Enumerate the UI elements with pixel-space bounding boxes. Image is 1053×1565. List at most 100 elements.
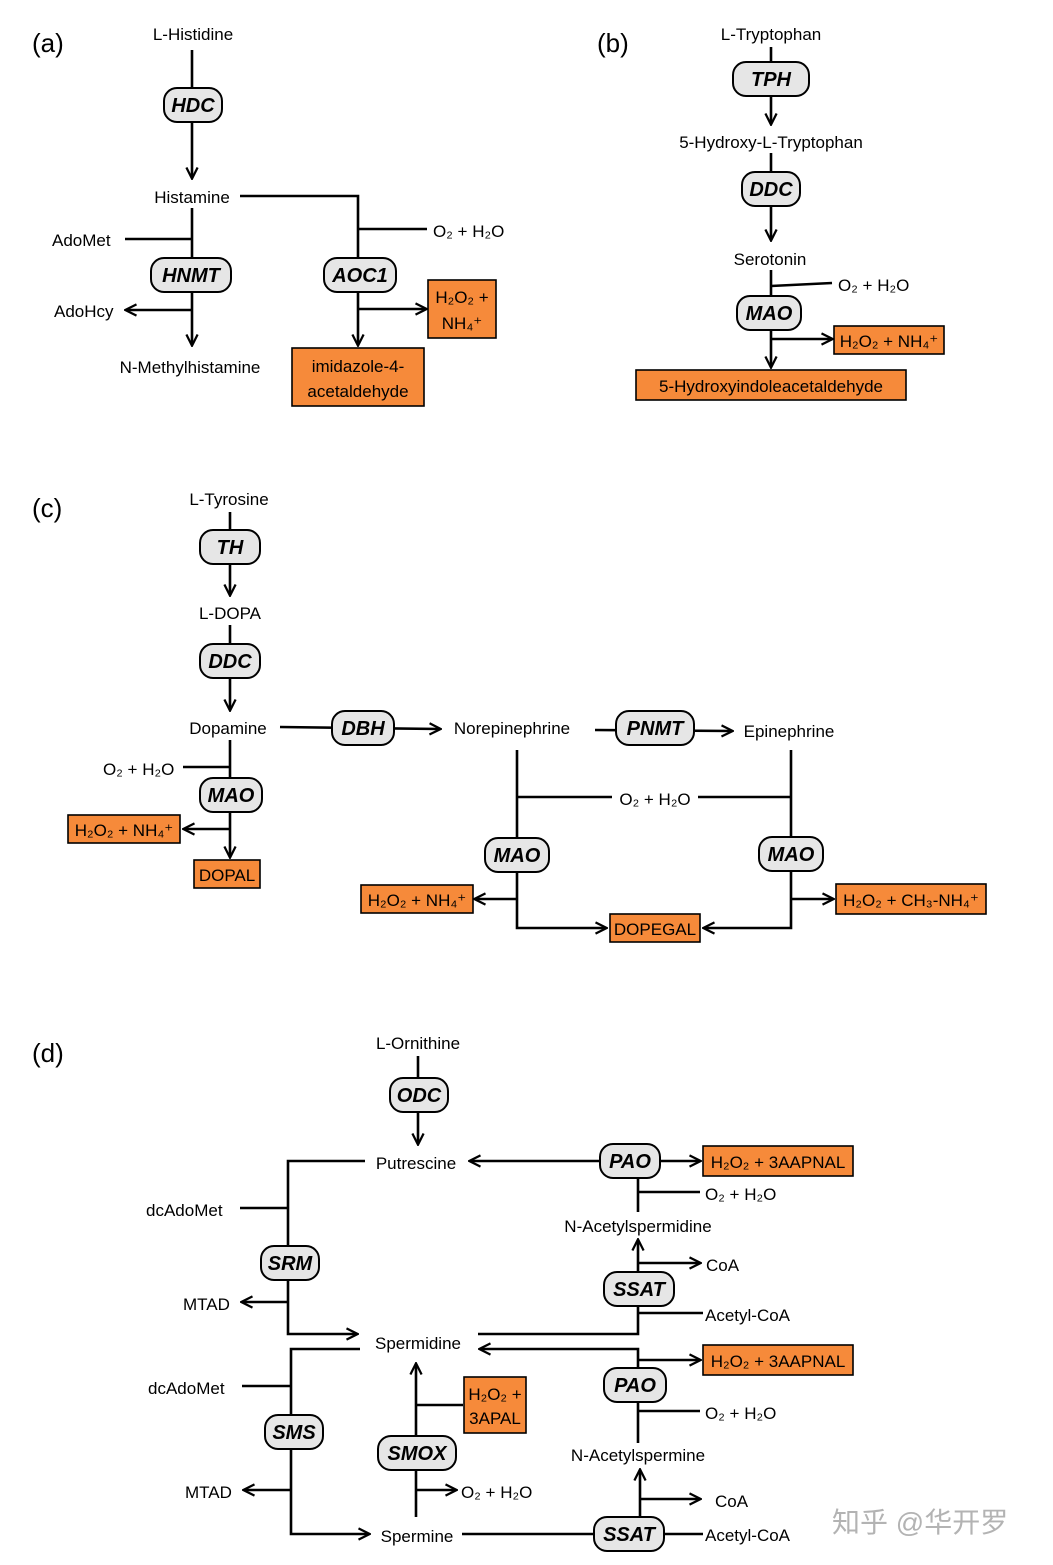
ssat1-coa-label: CoA <box>706 1256 740 1275</box>
enzyme-smox: SMOX <box>377 1435 457 1471</box>
product-pao-top-label: H₂O₂ + 3AAPNAL <box>711 1153 846 1172</box>
enzyme-pao-top-label: PAO <box>609 1151 651 1173</box>
panel-a: (a) L-Histidine Histamine AdoMet AdoHcy … <box>32 25 504 407</box>
pao2-cosubstrate-label: O₂ + H₂O <box>705 1404 776 1423</box>
adohcy-label: AdoHcy <box>54 302 114 321</box>
enzyme-smox-label: SMOX <box>388 1443 449 1465</box>
enzyme-dbh: DBH <box>331 710 395 746</box>
arrow-histamine-aoc1 <box>240 194 358 345</box>
sms-mtad-label: MTAD <box>185 1483 232 1502</box>
enzyme-mao-b: MAO <box>736 295 802 331</box>
arrow-epinephrine-dopegal <box>704 750 793 928</box>
enzyme-aoc1: AOC1 <box>323 257 397 293</box>
l-tryptophan-label: L-Tryptophan <box>721 25 821 44</box>
product-box-c-h2o2-left: H₂O₂ + NH₄⁺ <box>67 814 181 844</box>
hydroxyindoleacetaldehyde-label: 5-Hydroxyindoleacetaldehyde <box>659 377 883 396</box>
enzyme-mao-c-left-label: MAO <box>208 785 255 807</box>
product-box-c-h2o2-right: H₂O₂ + CH₃-NH₄⁺ <box>835 883 987 915</box>
ssat2-acetylcoa-label: Acetyl-CoA <box>705 1526 791 1545</box>
srm-dcadomet-label: dcAdoMet <box>146 1201 223 1220</box>
panel-b-label: (b) <box>597 28 629 58</box>
enzyme-dbh-label: DBH <box>341 718 385 740</box>
dopal-label: DOPAL <box>199 866 255 885</box>
enzyme-sms: SMS <box>264 1414 324 1450</box>
5-hydroxy-l-tryptophan-label: 5-Hydroxy-L-Tryptophan <box>679 133 863 152</box>
product-a-h2o2-line1: H₂O₂ + <box>435 288 488 307</box>
enzyme-hnmt-label: HNMT <box>162 265 222 287</box>
product-box-b-h2o2: H₂O₂ + NH₄⁺ <box>833 325 945 355</box>
enzyme-th: TH <box>199 529 261 565</box>
sms-dcadomet-label: dcAdoMet <box>148 1379 225 1398</box>
enzyme-srm: SRM <box>260 1245 320 1281</box>
spermine-label: Spermine <box>381 1527 454 1546</box>
panel-b: (b) L-Tryptophan 5-Hydroxy-L-Tryptophan … <box>597 25 945 401</box>
enzyme-tph-label: TPH <box>751 69 792 91</box>
panel-d-label: (d) <box>32 1038 64 1068</box>
product-box-c-h2o2-mid: H₂O₂ + NH₄⁺ <box>360 884 474 914</box>
n-acetylspermine-label: N-Acetylspermine <box>571 1446 705 1465</box>
product-smox-line1: H₂O₂ + <box>468 1385 521 1404</box>
dopegal-label: DOPEGAL <box>614 920 696 939</box>
imidazole-line1: imidazole-4- <box>312 357 405 376</box>
product-c-h2o2-left-label: H₂O₂ + NH₄⁺ <box>75 821 174 840</box>
enzyme-th-label: TH <box>217 537 244 559</box>
product-box-hydroxyindoleacetaldehyde: 5-Hydroxyindoleacetaldehyde <box>635 369 907 401</box>
product-box-pao-top: H₂O₂ + 3AAPNAL <box>702 1145 854 1177</box>
enzyme-hdc-label: HDC <box>171 95 215 117</box>
enzyme-mao-c-right: MAO <box>758 836 824 872</box>
mao-mid-cosubstrate-label: O₂ + H₂O <box>619 790 690 809</box>
enzyme-ddc-b-label: DDC <box>749 179 793 201</box>
epinephrine-label: Epinephrine <box>744 722 835 741</box>
enzyme-pnmt: PNMT <box>615 710 695 746</box>
n-acetylspermidine-label: N-Acetylspermidine <box>564 1217 711 1236</box>
panel-d: (d) L-Ornithine Putresc <box>32 1034 854 1552</box>
adomet-label: AdoMet <box>52 231 111 250</box>
enzyme-odc: ODC <box>389 1077 449 1113</box>
enzyme-mao-c-right-label: MAO <box>768 844 815 866</box>
aoc1-cosubstrate-label: O₂ + H₂O <box>433 222 504 241</box>
product-a-h2o2-line2: NH₄⁺ <box>442 314 482 333</box>
watermark-text: 知乎 @华开罗 <box>832 1507 1008 1538</box>
enzyme-mao-b-label: MAO <box>746 303 793 325</box>
enzyme-pnmt-label: PNMT <box>627 718 685 740</box>
enzyme-sms-label: SMS <box>272 1422 316 1444</box>
enzyme-ssat-top: SSAT <box>603 1271 675 1307</box>
smox-cosubstrate-label: O₂ + H₂O <box>461 1483 532 1502</box>
spermidine-label: Spermidine <box>375 1334 461 1353</box>
enzyme-ssat-bottom-label: SSAT <box>603 1524 657 1546</box>
l-histidine-label: L-Histidine <box>153 25 233 44</box>
enzyme-mao-c-mid-label: MAO <box>494 845 541 867</box>
ssat2-coa-label: CoA <box>715 1492 749 1511</box>
l-dopa-label: L-DOPA <box>199 604 262 623</box>
ssat1-acetylcoa-label: Acetyl-CoA <box>705 1306 791 1325</box>
enzyme-ddc-c-label: DDC <box>208 651 252 673</box>
enzyme-pao-top: PAO <box>599 1143 661 1179</box>
panel-c-label: (c) <box>32 493 62 523</box>
pao1-cosubstrate-label: O₂ + H₂O <box>705 1185 776 1204</box>
enzyme-ssat-bottom: SSAT <box>593 1516 665 1552</box>
enzyme-ddc-b: DDC <box>741 171 801 207</box>
panel-c: (c) L-Tyrosine L-DOPA Dopamine Norepinep… <box>32 490 987 943</box>
product-box-dopegal: DOPEGAL <box>609 913 701 943</box>
n-methylhistamine-label: N-Methylhistamine <box>120 358 261 377</box>
enzyme-pao-bottom: PAO <box>603 1367 667 1403</box>
product-box-smox: H₂O₂ + 3APAL <box>463 1376 527 1434</box>
srm-mtad-label: MTAD <box>183 1295 230 1314</box>
mao-b-cosub-line <box>770 281 833 288</box>
l-tyrosine-label: L-Tyrosine <box>189 490 268 509</box>
product-b-h2o2-label: H₂O₂ + NH₄⁺ <box>840 332 939 351</box>
imidazole-line2: acetaldehyde <box>307 382 408 401</box>
enzyme-tph: TPH <box>732 61 810 97</box>
enzyme-ssat-top-label: SSAT <box>613 1279 667 1301</box>
product-c-h2o2-right-label: H₂O₂ + CH₃-NH₄⁺ <box>843 891 979 910</box>
enzyme-mao-c-left: MAO <box>199 777 263 813</box>
enzyme-ddc-c: DDC <box>199 643 261 679</box>
product-box-dopal: DOPAL <box>193 859 261 889</box>
enzyme-pao-bottom-label: PAO <box>614 1375 656 1397</box>
serotonin-label: Serotonin <box>734 250 807 269</box>
product-box-pao-bottom: H₂O₂ + 3AAPNAL <box>702 1344 854 1376</box>
enzyme-hdc: HDC <box>163 87 223 123</box>
histamine-label: Histamine <box>154 188 230 207</box>
mao1-cosubstrate-label: O₂ + H₂O <box>103 760 174 779</box>
